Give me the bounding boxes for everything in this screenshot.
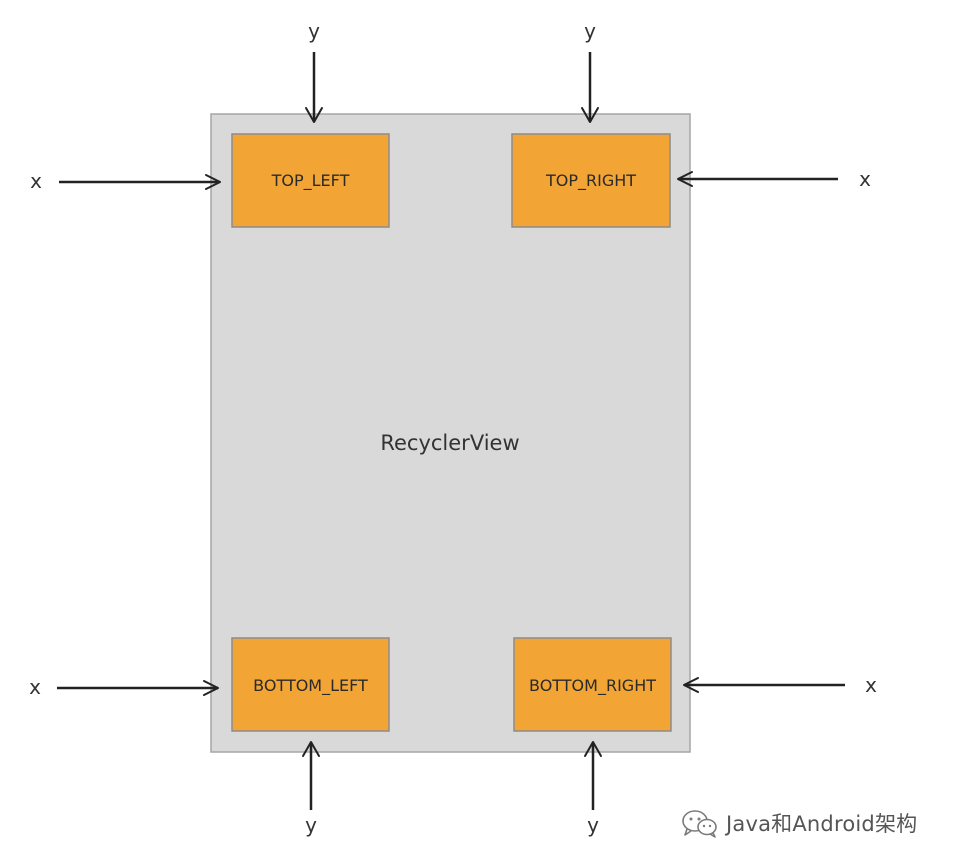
arrow-bottom-right-y: y: [584, 741, 602, 837]
axis-label-bottom-right-x: x: [865, 673, 877, 697]
axis-label-bottom-left-x: x: [29, 675, 41, 699]
arrow-top-right-x: x: [677, 167, 871, 191]
axis-label-top-left-x: x: [30, 169, 42, 193]
box-bottom-left: BOTTOM_LEFT: [231, 637, 390, 732]
box-bottom-left-label: BOTTOM_LEFT: [253, 676, 368, 696]
arrow-bottom-left-x: x: [29, 675, 219, 699]
arrow-bottom-right-x: x: [683, 673, 877, 697]
arrow-top-right-y: y: [581, 19, 599, 123]
box-top-right-label: TOP_RIGHT: [545, 171, 636, 191]
axis-label-bottom-right-y: y: [587, 813, 599, 837]
axis-label-bottom-left-y: y: [305, 813, 317, 837]
axis-label-top-left-y: y: [308, 19, 320, 43]
watermark: Java和Android架构: [680, 808, 917, 838]
axis-label-top-right-x: x: [859, 167, 871, 191]
box-top-right: TOP_RIGHT: [511, 133, 671, 228]
box-bottom-right: BOTTOM_RIGHT: [513, 637, 672, 732]
wechat-icon: [682, 810, 717, 838]
box-bottom-right-label: BOTTOM_RIGHT: [529, 676, 656, 696]
watermark-text: Java和Android架构: [726, 812, 918, 836]
arrow-bottom-left-y: y: [302, 741, 320, 837]
arrow-top-left-x: x: [30, 169, 221, 193]
box-top-left: TOP_LEFT: [231, 133, 390, 228]
box-top-left-label: TOP_LEFT: [271, 171, 350, 191]
arrow-top-left-y: y: [305, 19, 323, 123]
recyclerview-label: RecyclerView: [380, 431, 519, 455]
axis-label-top-right-y: y: [584, 19, 596, 43]
